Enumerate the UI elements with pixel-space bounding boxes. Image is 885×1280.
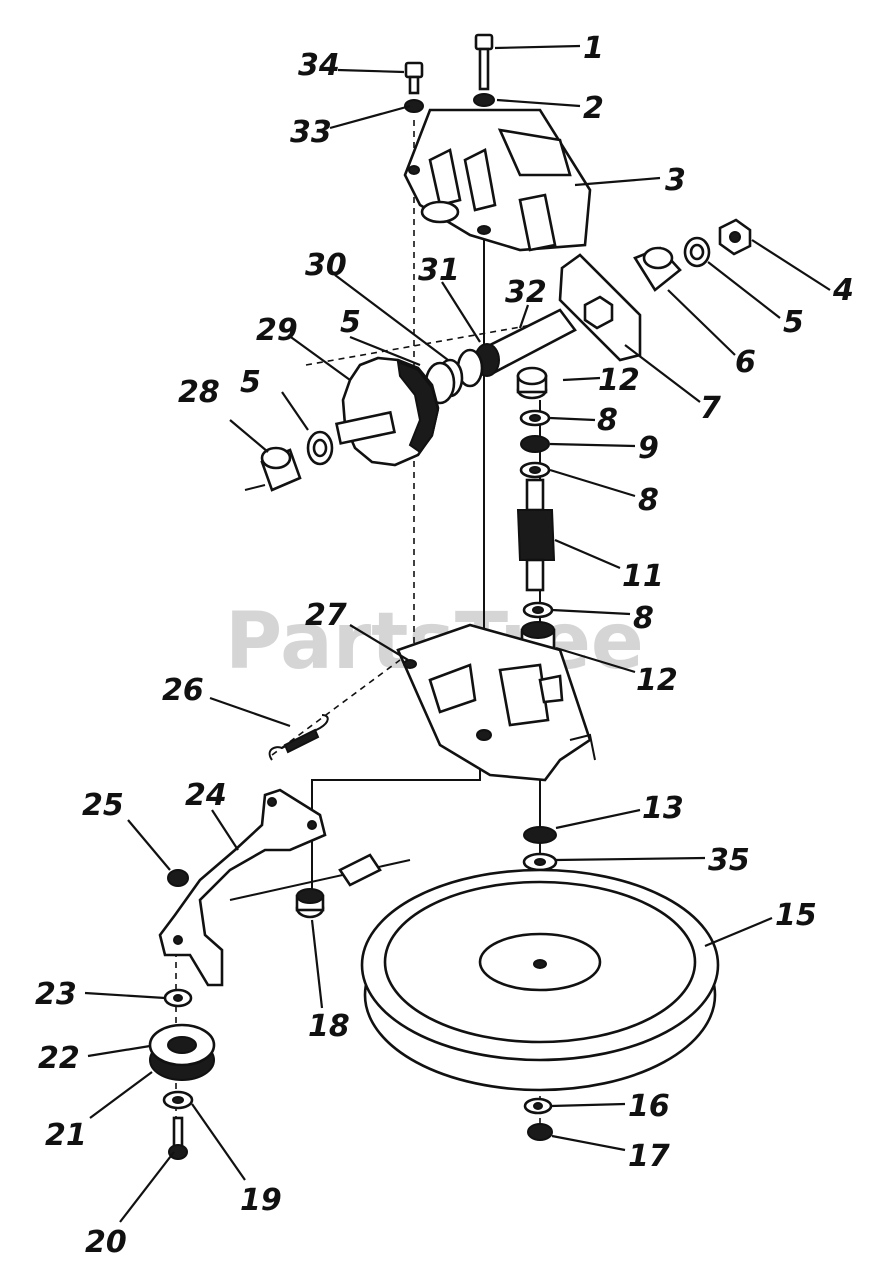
nut-25: [167, 869, 189, 887]
bolt-1: [474, 33, 494, 91]
callout-3: 3: [665, 163, 686, 198]
callout-5-upper: 5: [340, 305, 361, 340]
screw-34: [404, 61, 424, 95]
callout-numbers: 1 2 3 4 5 6 7 5 5 12 8 9 8 11 8 12 13 35…: [35, 31, 854, 1260]
worm-gear-11: [516, 478, 556, 592]
washer-8-c: [522, 601, 554, 619]
washer-5-left: [306, 430, 334, 466]
idler-pulley-22: [148, 1023, 216, 1081]
bolt-20: [168, 1116, 188, 1160]
leader-lines: [84, 44, 831, 1223]
washer-2: [473, 93, 495, 107]
callout-22: 22: [38, 1041, 80, 1076]
callout-8-c: 8: [633, 601, 654, 636]
washer-23: [163, 988, 193, 1008]
callout-17: 17: [628, 1139, 670, 1174]
washer-8-b: [519, 461, 551, 479]
callout-19: 19: [240, 1183, 282, 1218]
callout-33: 33: [290, 115, 332, 150]
nut-18: [295, 888, 325, 919]
callout-4: 4: [832, 273, 854, 308]
callout-18: 18: [308, 1009, 350, 1044]
callout-1: 1: [583, 31, 604, 66]
nut-17: [527, 1123, 553, 1141]
spring-26: [268, 714, 329, 761]
bushing-6: [633, 246, 682, 292]
callout-5-left: 5: [240, 365, 261, 400]
callout-23: 23: [35, 977, 77, 1012]
bushing-28: [244, 446, 302, 492]
callout-31: 31: [418, 253, 460, 288]
callout-35: 35: [708, 843, 750, 878]
washer-35: [522, 852, 558, 872]
callout-25: 25: [82, 788, 124, 823]
callout-16: 16: [628, 1089, 670, 1124]
washer-13: [523, 826, 557, 844]
callout-32: 32: [505, 275, 547, 310]
callout-12-bottom: 12: [636, 663, 678, 698]
upper-gear-housing: [403, 108, 592, 252]
washer-16: [523, 1097, 553, 1115]
callout-8-b: 8: [638, 483, 659, 518]
callout-12-top: 12: [598, 363, 640, 398]
callout-20: 20: [85, 1225, 127, 1260]
callout-6: 6: [735, 345, 756, 380]
callout-7: 7: [700, 391, 721, 426]
callout-2: 2: [583, 91, 604, 126]
callout-8-a: 8: [597, 403, 618, 438]
callout-21: 21: [45, 1118, 87, 1153]
bearing-31: [456, 343, 500, 388]
callout-24: 24: [185, 778, 227, 813]
callout-11: 11: [622, 559, 664, 594]
spring-hook: [338, 853, 382, 887]
washer-33: [404, 99, 424, 113]
lower-gear-housing-27: [396, 623, 596, 782]
bearing-9: [520, 435, 550, 453]
callout-26: 26: [162, 673, 204, 708]
bearing-plate-7: [558, 253, 642, 362]
callout-28: 28: [178, 375, 220, 410]
idler-arm-24: [158, 788, 327, 987]
callout-30: 30: [305, 248, 347, 283]
callout-13: 13: [642, 791, 684, 826]
washer-19: [162, 1090, 194, 1110]
washer-5-right: [683, 236, 711, 268]
callout-9: 9: [638, 431, 659, 466]
callout-34: 34: [298, 48, 340, 83]
bearing-12-top: [516, 366, 548, 400]
callout-15: 15: [775, 898, 817, 933]
bevel-gear-29: [334, 356, 440, 467]
callout-27: 27: [305, 598, 347, 633]
callout-29: 29: [256, 313, 298, 348]
washer-8-a: [519, 409, 551, 427]
callout-5-right: 5: [783, 305, 804, 340]
pulley-15: [360, 868, 720, 1092]
nut-4: [718, 218, 752, 256]
